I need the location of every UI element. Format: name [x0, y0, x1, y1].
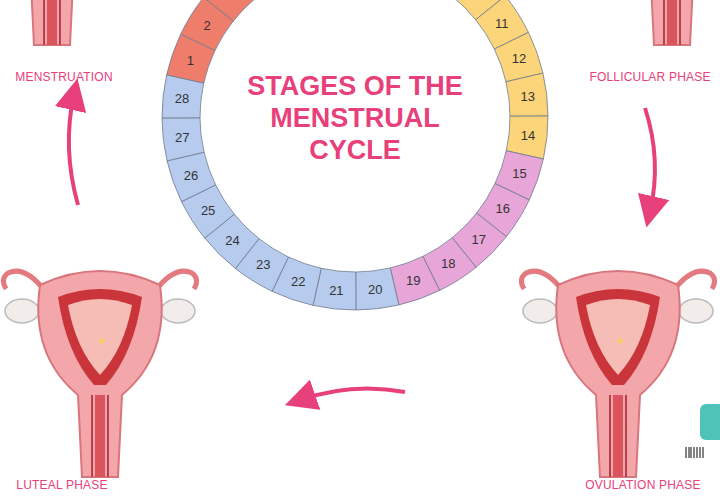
day-number: 24	[225, 233, 239, 248]
phase-label: MENSTRUATION	[15, 70, 113, 84]
day-segment	[204, 0, 258, 21]
day-segment	[167, 152, 216, 201]
day-number: 11	[495, 16, 509, 31]
day-segment	[390, 256, 439, 305]
day-number: 12	[512, 51, 526, 66]
day-segment	[162, 75, 204, 118]
day-segment	[494, 32, 543, 81]
day-number: 19	[406, 273, 420, 288]
day-number: 21	[329, 283, 343, 298]
day-number: 16	[496, 201, 510, 216]
phase-label: OVULATION PHASE	[585, 478, 700, 492]
day-number: 22	[291, 274, 305, 289]
day-segment	[506, 73, 548, 116]
phase-label: LUTEAL PHASE	[16, 478, 107, 492]
day-number: 27	[175, 130, 189, 145]
day-number: 28	[175, 91, 189, 106]
day-segment	[356, 268, 399, 310]
day-number: 17	[471, 232, 485, 247]
day-number: 26	[184, 168, 198, 183]
day-segment	[162, 118, 204, 161]
day-number: 18	[441, 256, 455, 271]
day-number: 20	[368, 282, 382, 297]
day-number: 2	[204, 18, 211, 33]
phase-label: FOLLICULAR PHASE	[589, 70, 710, 84]
day-number: 13	[521, 89, 535, 104]
diagram-title: STAGES OF THE MENSTRUAL CYCLE	[235, 70, 475, 166]
day-number: 14	[521, 128, 535, 143]
day-number: 25	[201, 203, 215, 218]
day-number: 15	[512, 166, 526, 181]
day-number: 1	[187, 53, 194, 68]
day-number: 23	[256, 257, 270, 272]
